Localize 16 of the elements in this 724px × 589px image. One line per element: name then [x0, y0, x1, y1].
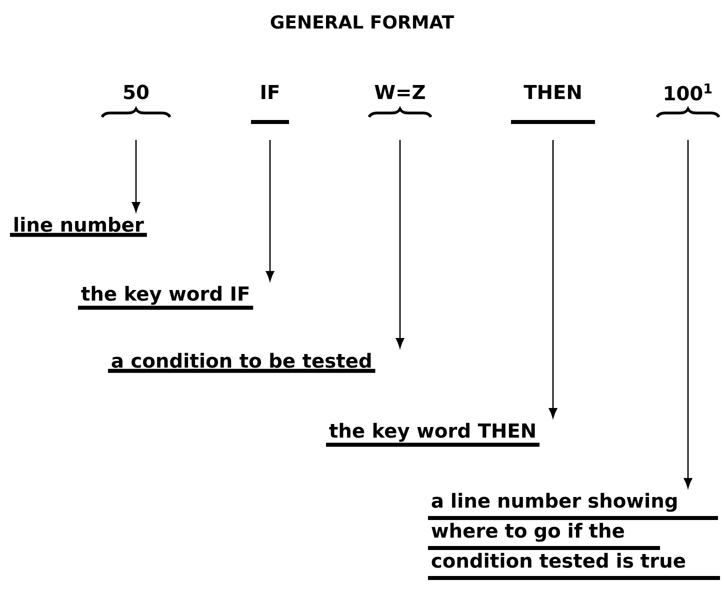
title: GENERAL FORMAT: [270, 15, 454, 29]
code-token: THEN: [524, 84, 581, 100]
code-token: W=Z: [374, 84, 425, 100]
description-text: line number: [10, 216, 147, 237]
arrow: [266, 140, 274, 282]
code-token: 100$^{1}$: [664, 83, 712, 101]
arrow: [548, 140, 558, 418]
description-text: a line number showing where to go if the condition tested is true: [428, 492, 720, 580]
description-text: a condition to be tested: [108, 352, 376, 373]
arrow: [132, 140, 140, 212]
code-token: 50: [124, 84, 149, 100]
arrow: [684, 140, 692, 488]
code-token: IF: [262, 84, 279, 100]
description-text: the key word IF: [78, 286, 254, 310]
description-text: the key word THEN: [326, 422, 540, 447]
arrow: [396, 140, 404, 348]
